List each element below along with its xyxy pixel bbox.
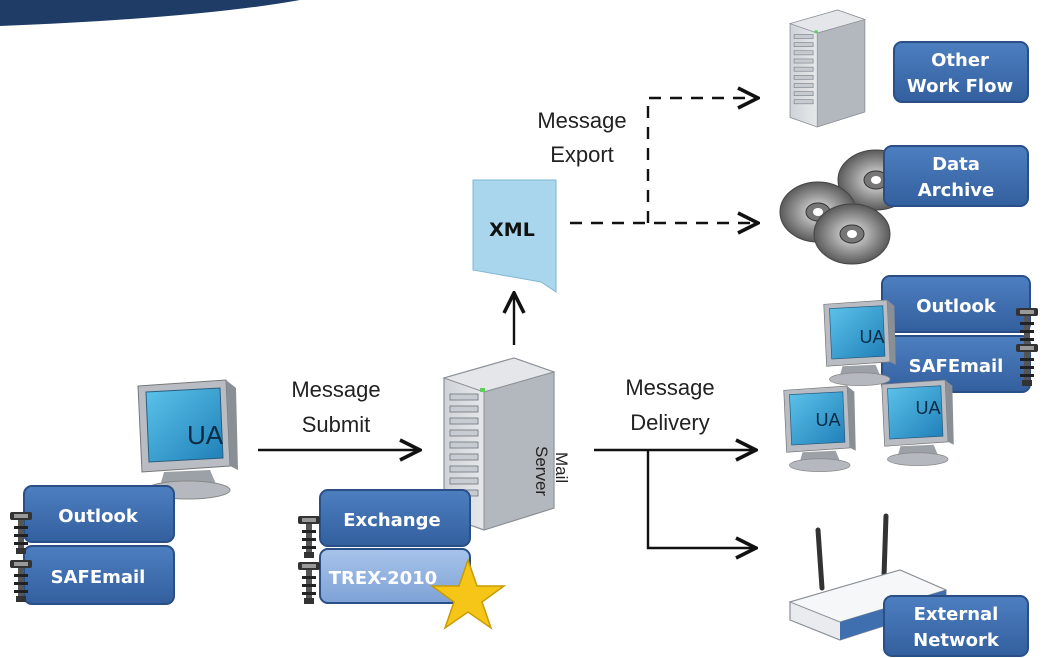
network-arrow <box>646 450 754 548</box>
other-workflow-line1: Other <box>931 50 989 71</box>
safemail-label-left: SAFEmail <box>51 567 146 588</box>
ua-label-client1: UA <box>859 327 884 347</box>
delivery-label-line2: Delivery <box>630 410 709 435</box>
data-archive-line1: Data <box>932 154 980 175</box>
external-network: External Network <box>788 513 1029 657</box>
server-label-line1: Mail <box>552 452 571 483</box>
exchange-box <box>319 489 471 547</box>
workflow-arrow <box>646 98 756 223</box>
left-client-boxes: Outlook SAFEmail <box>10 485 175 605</box>
external-network-line1: External <box>914 604 999 625</box>
submit-label-line2: Submit <box>302 412 370 437</box>
xml-label: XML <box>489 219 535 241</box>
export-label-line2: Export <box>550 142 614 167</box>
star-icon <box>429 557 507 630</box>
ua-label-client2: UA <box>815 410 840 430</box>
submit-label-line1: Message <box>291 377 380 402</box>
ua-label-client3: UA <box>915 398 940 418</box>
xml-document: XML <box>472 179 557 293</box>
external-network-box <box>883 595 1029 657</box>
padlock-icon <box>298 516 320 558</box>
outlook-label-right: Outlook <box>916 296 997 317</box>
recipient-clients: Outlook SAFEmail UA UA UA <box>783 275 1038 473</box>
padlock-icon <box>298 562 320 604</box>
export-label-line1: Message <box>537 108 626 133</box>
server-icon <box>789 9 866 128</box>
other-workflow-line2: Work Flow <box>907 76 1013 97</box>
mail-server: Mail Server <box>443 357 571 531</box>
ua-label-main: UA <box>187 420 224 450</box>
server-boxes: Exchange TREX-2010 <box>298 489 507 630</box>
data-archive-box <box>883 145 1029 207</box>
connectors <box>258 98 756 548</box>
document-icon <box>472 179 557 293</box>
data-archive-line2: Archive <box>918 180 994 201</box>
monitor-icon <box>881 379 955 467</box>
safemail-label-right: SAFEmail <box>909 356 1004 377</box>
left-ua-monitor: UA <box>137 379 239 500</box>
delivery-label-line1: Message <box>625 375 714 400</box>
disc-icon <box>813 203 891 265</box>
other-workflow: Other Work Flow <box>789 9 1029 128</box>
header-band <box>0 0 300 26</box>
server-label-line2: Server <box>532 446 551 496</box>
trex-label: TREX-2010 <box>329 568 437 589</box>
exchange-label: Exchange <box>343 510 440 531</box>
external-network-line2: Network <box>913 630 1000 651</box>
data-archive: Data Archive <box>779 145 1029 265</box>
outlook-label-left: Outlook <box>58 506 139 527</box>
other-workflow-box <box>893 41 1029 103</box>
